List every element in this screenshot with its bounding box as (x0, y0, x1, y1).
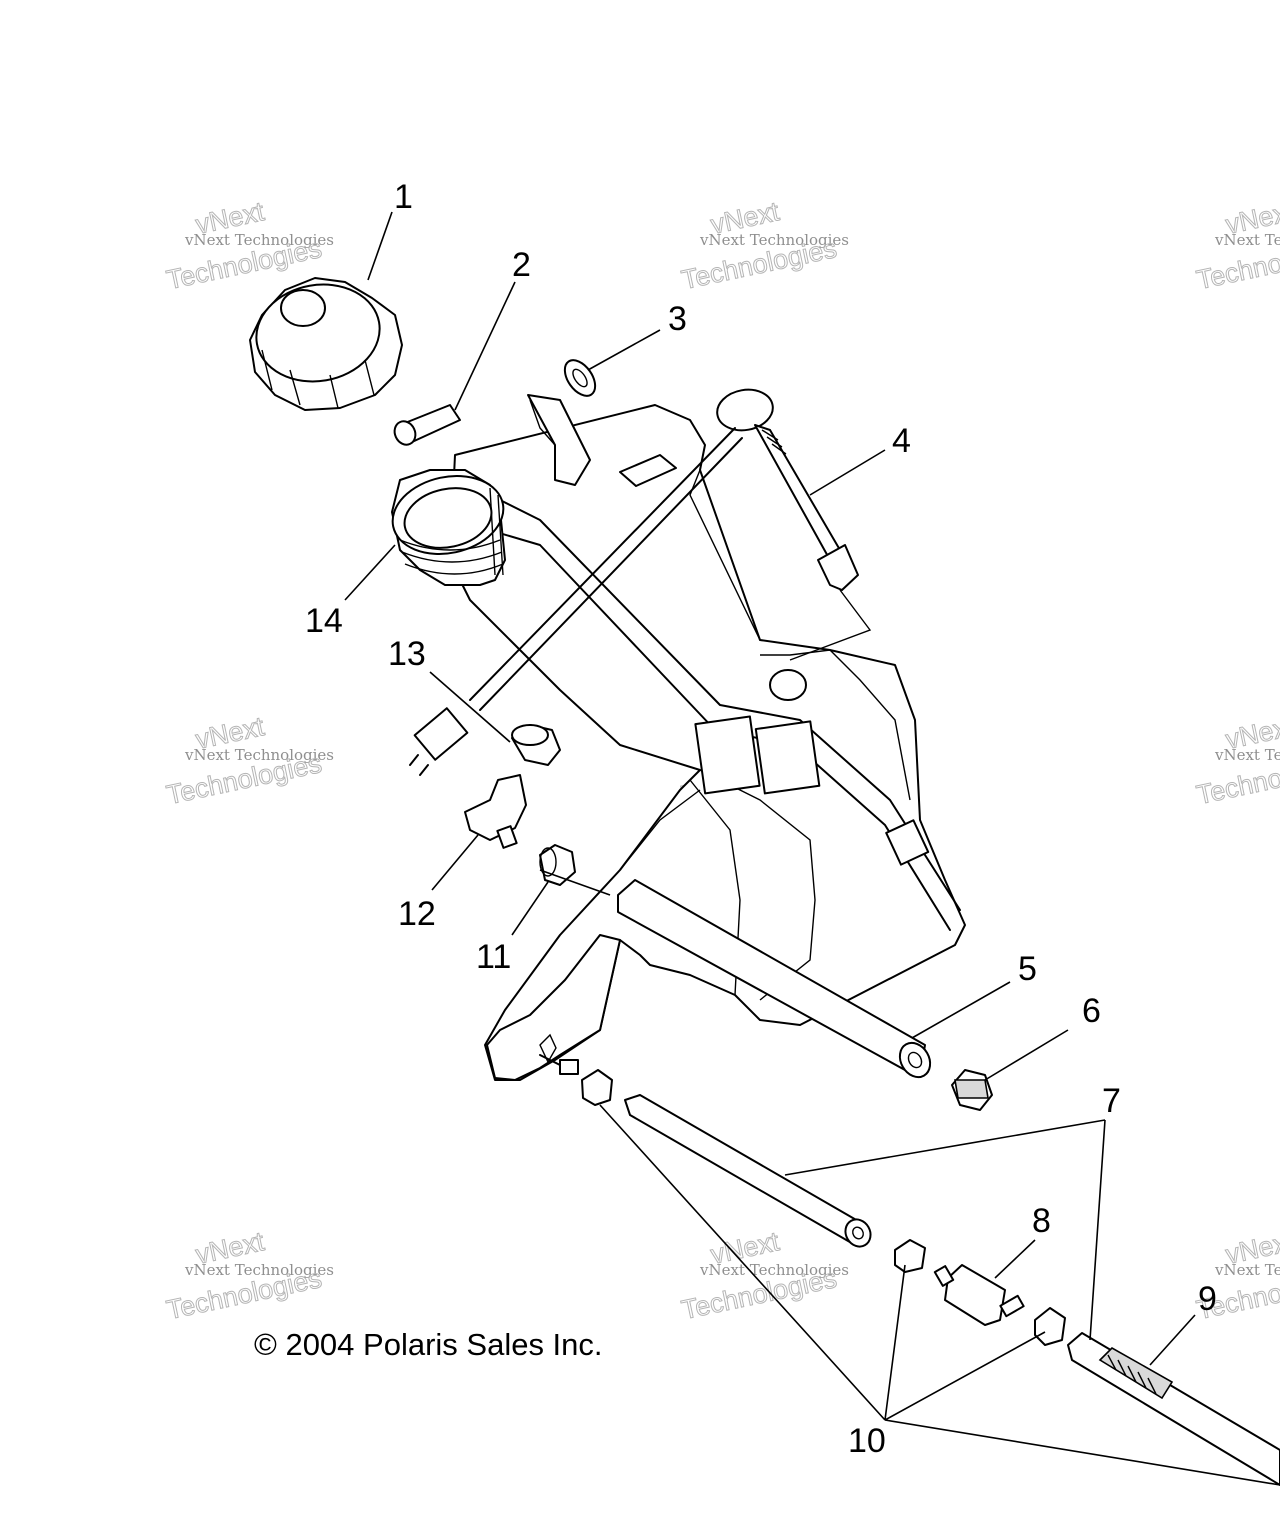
grommet (511, 724, 561, 766)
outlet-fitting (539, 1033, 557, 1064)
filter-outlet (999, 1294, 1025, 1318)
leader-6 (984, 1029, 1069, 1081)
svg-text:vNext Technologies: vNext Technologies (184, 746, 334, 764)
washer (563, 359, 597, 397)
hose-clamp-11 (539, 844, 576, 886)
gas-cap-center (280, 289, 326, 327)
hose-clamp-10b (894, 1239, 926, 1273)
hose-clamp-10c (1034, 1307, 1066, 1346)
leader-12 (431, 834, 479, 891)
pin (393, 404, 461, 446)
filter-inlet (933, 1265, 955, 1287)
svg-text:vNext Technologies: vNext Technologies (1214, 231, 1280, 249)
tank-contour (689, 469, 761, 641)
tank-tab (885, 819, 930, 866)
tank-bracket-edge (529, 399, 556, 446)
svg-text:vNext Technologies: vNext Technologies (1214, 746, 1280, 764)
hose-clamp-6 (951, 1069, 993, 1111)
vent-hose (539, 869, 932, 1079)
tank-seam (469, 484, 961, 911)
leader-9 (1149, 1314, 1196, 1366)
leader-8 (994, 1239, 1036, 1279)
leader-lines (344, 211, 1280, 1486)
callout-12: 12 (398, 895, 436, 933)
callout-9: 9 (1198, 1280, 1217, 1318)
fuel-gauge-sender (716, 388, 872, 661)
fuel-line (624, 1094, 872, 1248)
tank-boss (694, 715, 761, 795)
sender-spring (761, 429, 787, 455)
vent-hose-end (898, 1041, 932, 1079)
harness-pins (409, 754, 429, 776)
filler-neck (391, 469, 506, 586)
callout-3: 3 (668, 300, 687, 338)
fuel-filter (933, 1264, 1025, 1326)
gas-cap-grips (261, 349, 375, 409)
callout-2: 2 (512, 246, 531, 284)
tank-port (769, 669, 807, 701)
tank-label (619, 454, 677, 487)
callout-14: 14 (305, 602, 343, 640)
leader-1 (367, 211, 393, 281)
leader-13 (429, 671, 511, 743)
tank-contour (619, 789, 701, 871)
leader-4 (809, 449, 886, 496)
leader-10 (599, 1104, 1280, 1486)
elbow-fitting (464, 774, 527, 849)
sender-connector (817, 544, 859, 591)
leader-11 (511, 881, 549, 936)
callouts: 1 2 3 4 5 6 7 8 9 10 11 12 13 14 (305, 178, 1217, 1460)
callout-11: 11 (476, 938, 511, 976)
watermark: vNext vNext Technologies Technologies (678, 1226, 849, 1326)
sender-rod (754, 424, 841, 561)
leader-7 (784, 1119, 1106, 1341)
callout-1: 1 (394, 178, 413, 216)
svg-text:vNext Technologies: vNext Technologies (699, 1261, 849, 1279)
leader-3 (587, 329, 661, 371)
copyright-notice: © 2004 Polaris Sales Inc. (254, 1327, 603, 1362)
elbow-nipple (496, 825, 518, 849)
callout-8: 8 (1032, 1202, 1051, 1240)
tank-contour (699, 769, 816, 1001)
fuel-line-end (844, 1218, 872, 1248)
leader-14 (344, 544, 396, 601)
tank-bottom-pipe (486, 934, 621, 1081)
fuel-tank (449, 394, 966, 1081)
watermark: vNext vNext Technologies Technologies (1193, 711, 1280, 811)
wire-harness (409, 427, 743, 776)
tank-contour (760, 649, 911, 801)
leader-2 (454, 281, 516, 411)
watermark: vNext vNext Technologies Technologies (163, 1226, 334, 1326)
tank-boss (754, 720, 821, 795)
callout-5: 5 (1018, 950, 1037, 988)
watermark: vNext vNext Technologies Technologies (678, 196, 849, 296)
sender-guide (789, 589, 872, 661)
watermark: vNext vNext Technologies Technologies (163, 711, 334, 811)
leader-5 (911, 981, 1011, 1039)
callout-6: 6 (1082, 992, 1101, 1030)
callout-13: 13 (388, 635, 426, 673)
callout-7: 7 (1102, 1082, 1121, 1120)
svg-text:vNext Technologies: vNext Technologies (184, 1261, 334, 1279)
outlet-nipple-tip (559, 1059, 579, 1075)
hose-clamp-10a (581, 1069, 613, 1106)
harness-plug (413, 707, 469, 761)
fuel-line-spring (1067, 1332, 1280, 1486)
callout-4: 4 (892, 422, 911, 460)
svg-text:vNext Technologies: vNext Technologies (699, 231, 849, 249)
svg-text:vNext Technologies: vNext Technologies (184, 231, 334, 249)
watermark: vNext vNext Technologies Technologies (1193, 196, 1280, 296)
callout-10: 10 (848, 1422, 886, 1460)
sender-float (716, 388, 774, 432)
gas-cap (249, 277, 403, 411)
pin-head (393, 420, 417, 446)
svg-text:vNext Technologies: vNext Technologies (1214, 1261, 1280, 1279)
